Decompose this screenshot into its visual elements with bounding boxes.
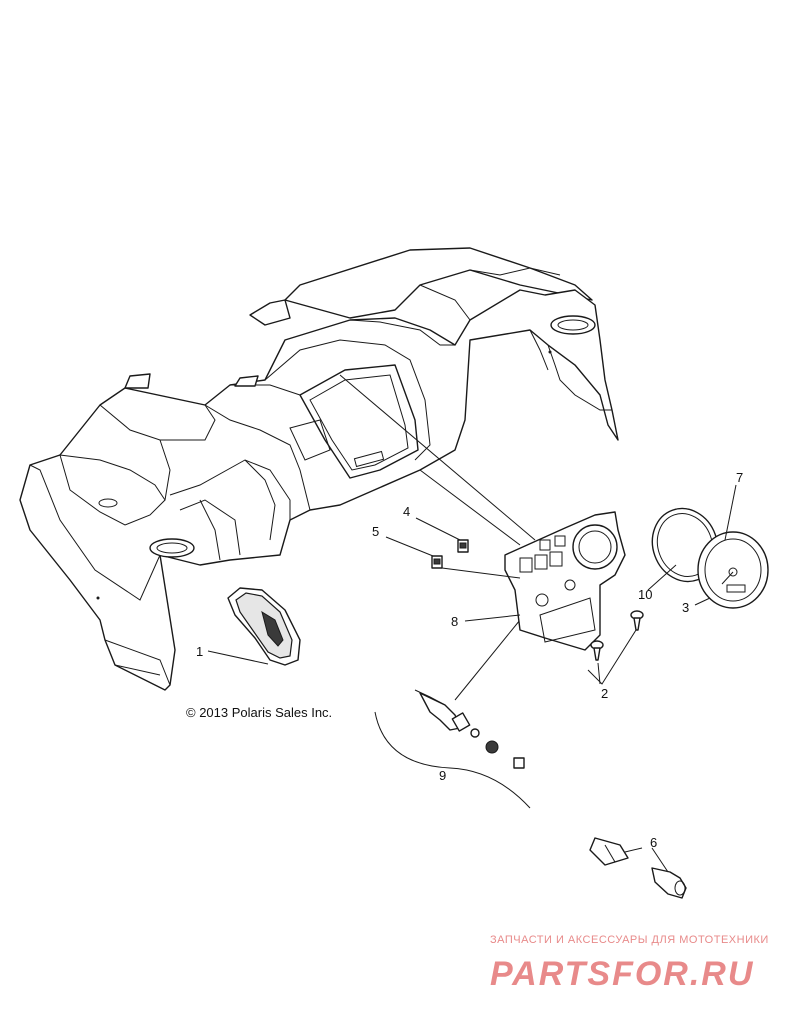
watermark-tagline: ЗАПЧАСТИ И АКСЕССУАРЫ ДЛЯ МОТОТЕХНИКИ [490, 934, 769, 946]
harness-part [414, 689, 525, 769]
switch-part-4 [457, 539, 469, 553]
callout-7: 7 [736, 470, 743, 485]
fastener-part-2a [590, 640, 604, 661]
callout-4: 4 [403, 504, 410, 519]
connector-part [589, 837, 687, 899]
instrument-pod-part [504, 511, 626, 651]
switch-guide-line [441, 567, 521, 579]
callout-labels: 1 2 3 4 5 6 7 8 9 10 [196, 470, 743, 850]
callout-3: 3 [682, 600, 689, 615]
callout-1: 1 [196, 644, 203, 659]
switch-part-5 [431, 555, 443, 569]
callout-8: 8 [451, 614, 458, 629]
callout-5: 5 [372, 524, 379, 539]
bezel-trim-part [227, 587, 301, 666]
watermark-brand: PARTSFOR.RU [490, 955, 754, 993]
fastener-part-2b [630, 610, 644, 631]
callout-6: 6 [650, 835, 657, 850]
copyright-notice: © 2013 Polaris Sales Inc. [186, 705, 332, 720]
callout-10: 10 [638, 587, 652, 602]
watermark: ЗАПЧАСТИ И АКСЕССУАРЫ ДЛЯ МОТОТЕХНИКИ PA… [490, 934, 769, 993]
gauge-part [697, 531, 769, 609]
callout-2: 2 [601, 686, 608, 701]
callout-9: 9 [439, 768, 446, 783]
dashboard-panel [19, 247, 619, 691]
callout-leaders [207, 484, 737, 873]
assembly-guide-lines [339, 374, 536, 701]
